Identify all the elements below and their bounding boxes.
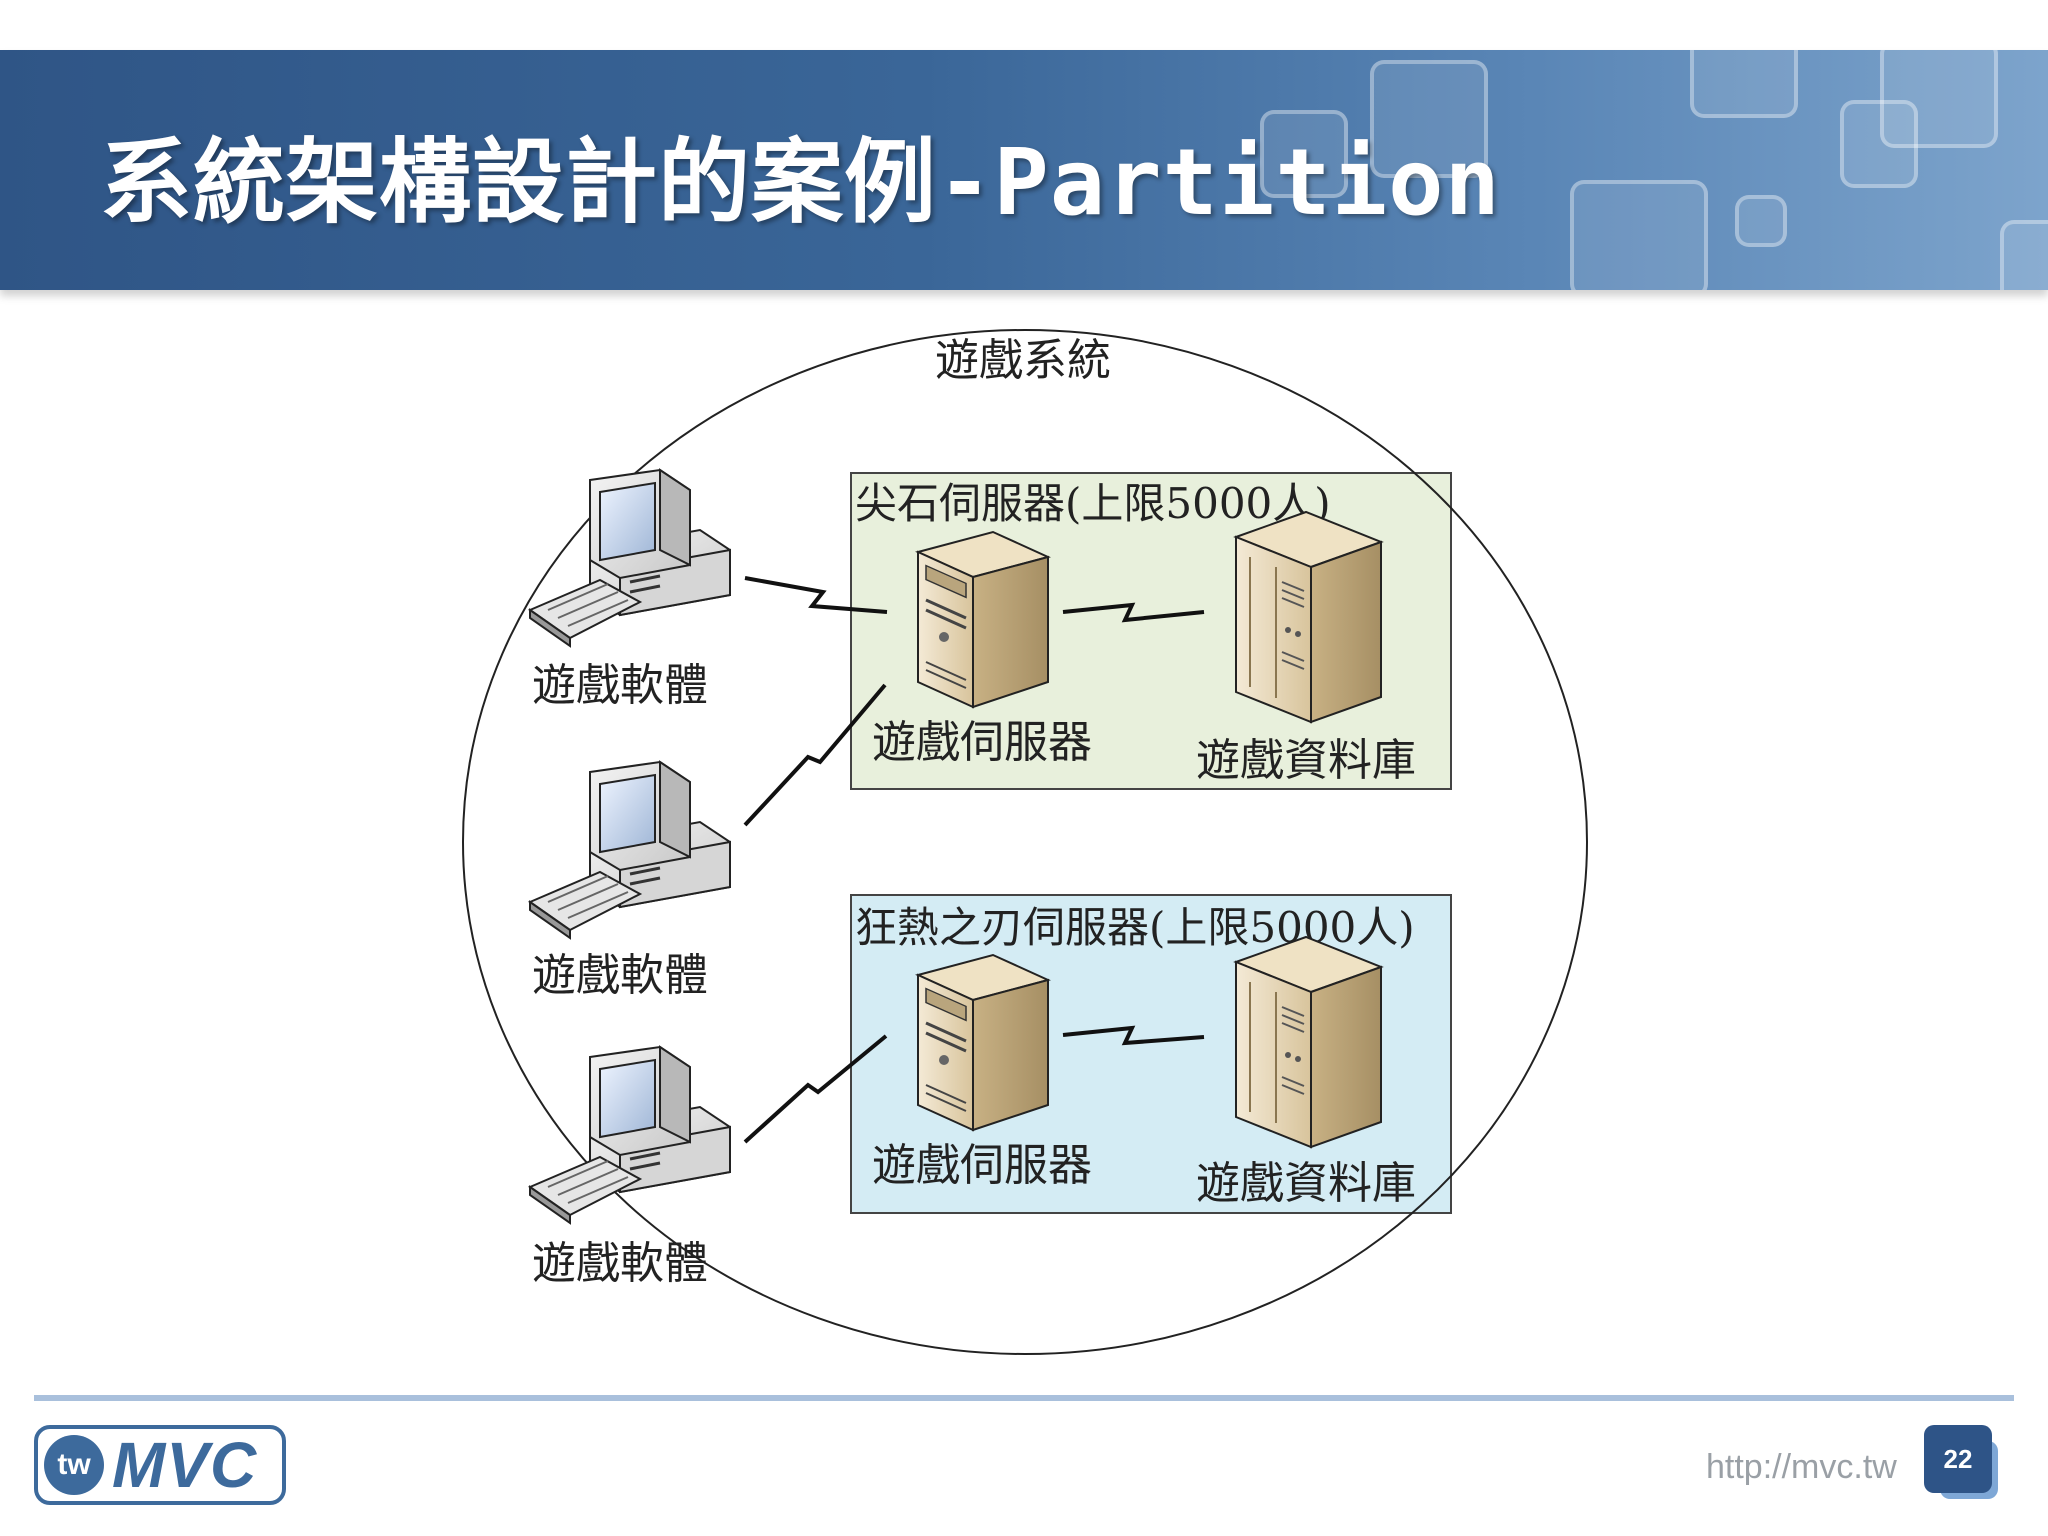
client-label-1: 遊戲軟體 [532,660,708,711]
game-server-icon-2 [916,953,1050,1132]
link-client2-server1 [743,683,887,827]
client-computer-icon-1 [528,468,732,648]
footer-url: http://mvc.tw [1706,1448,1897,1486]
database-server-icon-1 [1235,511,1382,723]
link-client3-server2 [743,1034,888,1144]
page-number-badge: 22 [1924,1425,2014,1515]
client-label-2: 遊戲軟體 [532,950,708,1001]
link-server1-db1 [1062,602,1205,623]
database-label-2: 遊戲資料庫 [1196,1158,1416,1209]
partition-label-2: 狂熱之刃伺服器(上限5000人) [855,903,1415,952]
footer-divider [34,1395,2014,1401]
link-client1-server1 [744,576,888,614]
server-label-2: 遊戲伺服器 [872,1140,1092,1191]
system-label: 遊戲系統 [935,335,1111,386]
page-number: 22 [1924,1425,1992,1493]
database-label-1: 遊戲資料庫 [1196,735,1416,786]
server-label-1: 遊戲伺服器 [872,717,1092,768]
client-label-3: 遊戲軟體 [532,1238,708,1289]
client-computer-icon-3 [528,1045,732,1225]
game-server-icon-1 [916,530,1050,709]
title-banner: 系統架構設計的案例-Partition [0,50,2048,290]
system-boundary [462,329,1588,1355]
link-server2-db2 [1062,1025,1205,1046]
logo-mvc-text: MVC [112,1429,258,1501]
database-server-icon-2 [1235,936,1382,1148]
logo-tw-badge: tw [44,1435,104,1495]
partition-label-1: 尖石伺服器(上限5000人) [855,479,1331,528]
twmvc-logo: tw MVC [34,1425,286,1505]
slide-title: 系統架構設計的案例-Partition [100,129,1501,236]
client-computer-icon-2 [528,760,732,940]
